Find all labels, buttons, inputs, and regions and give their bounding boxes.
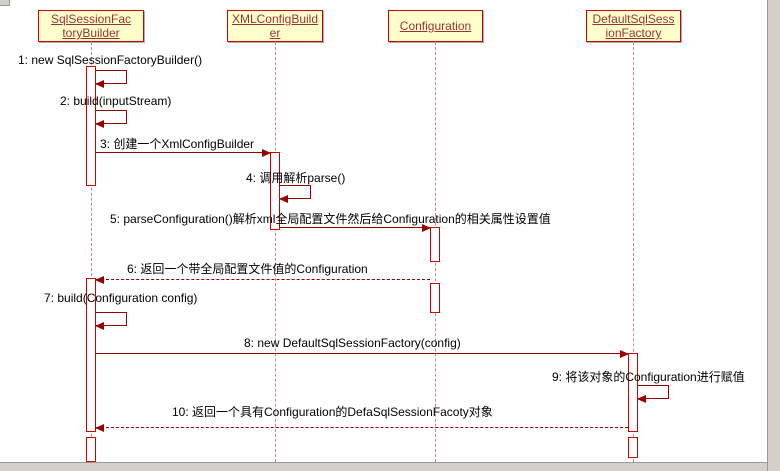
message-2-label[interactable]: 2: build(inputStream) bbox=[60, 94, 172, 108]
message-2-self-arrow[interactable] bbox=[95, 110, 127, 128]
object-box-configuration[interactable]: Configuration bbox=[388, 10, 483, 42]
message-4-label[interactable]: 4: 调用解析parse() bbox=[246, 171, 346, 185]
message-9-self-arrow[interactable] bbox=[637, 385, 669, 403]
activation-bar[interactable] bbox=[86, 437, 96, 462]
message-7-self-arrow[interactable] bbox=[95, 312, 127, 330]
message-1-label[interactable]: 1: new SqlSessionFactoryBuilder() bbox=[18, 53, 203, 67]
object-name-line: Configuration bbox=[399, 19, 472, 33]
message-6-arrow[interactable] bbox=[95, 276, 430, 284]
vertical-scrollbar[interactable] bbox=[767, 0, 780, 471]
message-6-label[interactable]: 6: 返回一个带全局配置文件值的Configuration bbox=[127, 262, 368, 276]
window-corner-artifact bbox=[0, 0, 10, 6]
activation-bar[interactable] bbox=[430, 227, 440, 262]
lifeline-sqlsessionfactorybuilder bbox=[91, 42, 92, 462]
lifeline-defaultsqlsessionfactory bbox=[633, 42, 634, 462]
message-3-arrow[interactable] bbox=[96, 149, 271, 157]
message-10-label[interactable]: 10: 返回一个具有Configuration的DefaSqlSessionFa… bbox=[172, 405, 493, 419]
activation-bar[interactable] bbox=[86, 278, 96, 432]
object-name-line: SqlSessionFac bbox=[50, 12, 132, 26]
message-10-arrow[interactable] bbox=[95, 424, 628, 432]
message-5-arrow[interactable] bbox=[280, 224, 431, 232]
message-5-label[interactable]: 5: parseConfiguration()解析xml全局配置文件然后给Con… bbox=[110, 212, 551, 226]
message-3-label[interactable]: 3: 创建一个XmlConfigBuilder bbox=[100, 137, 255, 151]
object-name-line: er bbox=[269, 26, 281, 40]
object-box-xmlconfigbuilder[interactable]: XMLConfigBuild er bbox=[227, 10, 323, 42]
lifeline-xmlconfigbuilder bbox=[275, 42, 276, 462]
activation-bar[interactable] bbox=[628, 353, 638, 432]
message-7-label[interactable]: 7: build(Configuration config) bbox=[44, 291, 198, 305]
object-name-line: toryBuilder bbox=[62, 26, 120, 40]
activation-bar[interactable] bbox=[628, 437, 638, 458]
object-name-line: XMLConfigBuild bbox=[231, 12, 319, 26]
message-1-self-arrow[interactable] bbox=[95, 70, 127, 88]
message-4-self-arrow[interactable] bbox=[279, 185, 311, 203]
activation-bar[interactable] bbox=[270, 152, 280, 230]
object-box-defaultsqlsessionfactory[interactable]: DefaultSqlSess ionFactory bbox=[586, 10, 681, 42]
message-8-arrow[interactable] bbox=[96, 350, 629, 358]
object-box-sqlsessionfactorybuilder[interactable]: SqlSessionFac toryBuilder bbox=[38, 10, 144, 42]
message-9-label[interactable]: 9: 将该对象的Configuration进行赋值 bbox=[552, 370, 745, 384]
horizontal-scrollbar[interactable] bbox=[0, 462, 767, 471]
object-name-line: DefaultSqlSess bbox=[592, 12, 675, 26]
activation-bar[interactable] bbox=[430, 283, 440, 313]
message-8-label[interactable]: 8: new DefaultSqlSessionFactory(config) bbox=[244, 336, 461, 350]
object-name-line: ionFactory bbox=[605, 26, 662, 40]
